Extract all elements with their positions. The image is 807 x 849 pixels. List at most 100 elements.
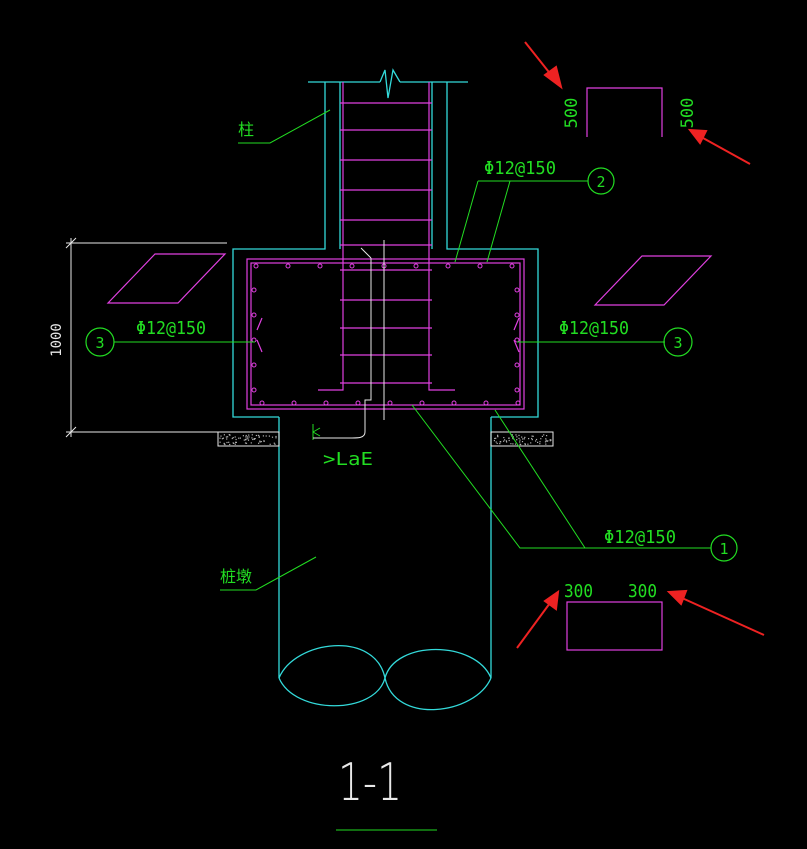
- hatch-speck: [546, 435, 548, 437]
- column-label-leader: [238, 109, 331, 144]
- concrete-outline: [232, 68, 539, 711]
- hatch-speck: [524, 443, 526, 445]
- rebar-dot: [251, 387, 257, 393]
- rebar-dot: [253, 263, 259, 269]
- hatch-speck: [495, 441, 497, 443]
- hatch-speck: [545, 439, 547, 441]
- hatch-speck: [227, 436, 229, 438]
- hatch-speck: [219, 437, 221, 439]
- hatch-speck: [547, 440, 549, 442]
- hatch-speck: [503, 440, 505, 442]
- rebar-dot: [509, 263, 515, 269]
- rebar-dot: [514, 337, 520, 343]
- hatch-speck: [537, 441, 539, 443]
- callout-circle-3-left: [85, 327, 115, 357]
- hatch-speck: [531, 439, 533, 441]
- hatch-speck: [239, 437, 241, 439]
- hatch-speck: [253, 438, 255, 440]
- callout-2-number: 2: [596, 173, 605, 191]
- height-dim-text: 1000: [49, 323, 65, 357]
- hatch-speck: [232, 437, 234, 439]
- hatch-speck: [222, 437, 224, 439]
- hatch-speck: [235, 441, 237, 443]
- stirrup-detail-top: [586, 87, 663, 137]
- column-stirrups: [340, 102, 432, 384]
- hatch-speck: [499, 441, 502, 443]
- hatch-speck: [506, 441, 508, 443]
- hatch-speck: [225, 436, 227, 438]
- red-arrow-icon: [516, 41, 765, 649]
- section-title: 1-1: [338, 753, 402, 813]
- rebar-dot: [251, 362, 257, 368]
- anchorage-bar: [313, 240, 385, 439]
- callout-3-left-spec: Φ12@150: [136, 318, 206, 339]
- hatch-speck: [219, 441, 221, 443]
- cap-rebar-inner: [250, 262, 521, 406]
- hatch-speck: [248, 436, 250, 438]
- hatch-speck: [514, 443, 517, 445]
- rebar-dot: [451, 400, 457, 406]
- hatch-speck: [274, 443, 276, 445]
- hatch-speck: [518, 434, 520, 436]
- hatch-speck: [226, 441, 228, 444]
- stirrup-bottom-right-dim: 300: [628, 581, 657, 602]
- hatch-speck: [242, 435, 244, 437]
- hatch-speck: [549, 440, 551, 442]
- stirrup-bottom-left-dim: 300: [564, 581, 593, 602]
- rebar-dot: [515, 400, 521, 406]
- rebar-cage: [106, 82, 713, 651]
- hatch-speck: [550, 439, 552, 441]
- hatch-speck: [271, 436, 274, 438]
- hatch-speck: [244, 439, 247, 441]
- rebar-dot: [445, 263, 451, 269]
- rebar-dot: [251, 312, 257, 318]
- rebar-dot: [514, 287, 520, 293]
- callout-circle-2: [587, 167, 615, 195]
- hatch-speck: [234, 436, 236, 438]
- hatch-speck: [238, 437, 240, 439]
- hatch-speck: [245, 434, 247, 437]
- column-label: 柱: [238, 120, 254, 139]
- rebar-dot: [317, 263, 323, 269]
- hatch-speck: [263, 440, 265, 442]
- hatch-speck: [539, 441, 541, 443]
- hatch-speck: [269, 443, 271, 445]
- leaders: [114, 109, 711, 831]
- rebar-dot: [251, 337, 257, 343]
- hatch-speck: [262, 435, 264, 437]
- anchorage-mark: [312, 424, 321, 440]
- rebar-dot: [291, 400, 297, 406]
- rebar-dot: [323, 400, 329, 406]
- hatch-speck: [545, 438, 547, 440]
- anchorage-label: >LaE: [323, 449, 373, 470]
- callout-circle-1: [710, 534, 738, 562]
- hatch-speck: [521, 436, 523, 438]
- hatch-speck: [235, 438, 237, 441]
- hatch-speck: [254, 438, 256, 440]
- column-left-face: [232, 82, 326, 418]
- hatch-speck: [497, 434, 499, 436]
- section-symbol-left: [106, 253, 227, 304]
- blinding-hatch: [219, 434, 552, 446]
- hatch-speck: [247, 438, 249, 440]
- callout-2-spec: Φ12@150: [484, 158, 556, 179]
- hatch-speck: [532, 435, 534, 437]
- hatch-speck: [499, 443, 501, 445]
- column-right-face: [446, 82, 539, 418]
- hatch-speck: [220, 435, 222, 437]
- hatch-speck: [228, 441, 230, 443]
- hatch-speck: [510, 443, 512, 445]
- hatch-speck: [223, 443, 225, 445]
- hatch-speck: [245, 436, 247, 438]
- rebar-dot: [419, 400, 425, 406]
- hatch-speck: [504, 439, 506, 441]
- hatch-speck: [522, 438, 524, 440]
- hatch-speck: [258, 436, 260, 438]
- hatch-speck: [531, 435, 533, 437]
- hatch-speck: [224, 443, 226, 446]
- hatch-speck: [544, 441, 547, 443]
- blinding-right: [490, 431, 554, 447]
- hatch-speck: [229, 443, 231, 446]
- hatch-speck: [234, 443, 236, 445]
